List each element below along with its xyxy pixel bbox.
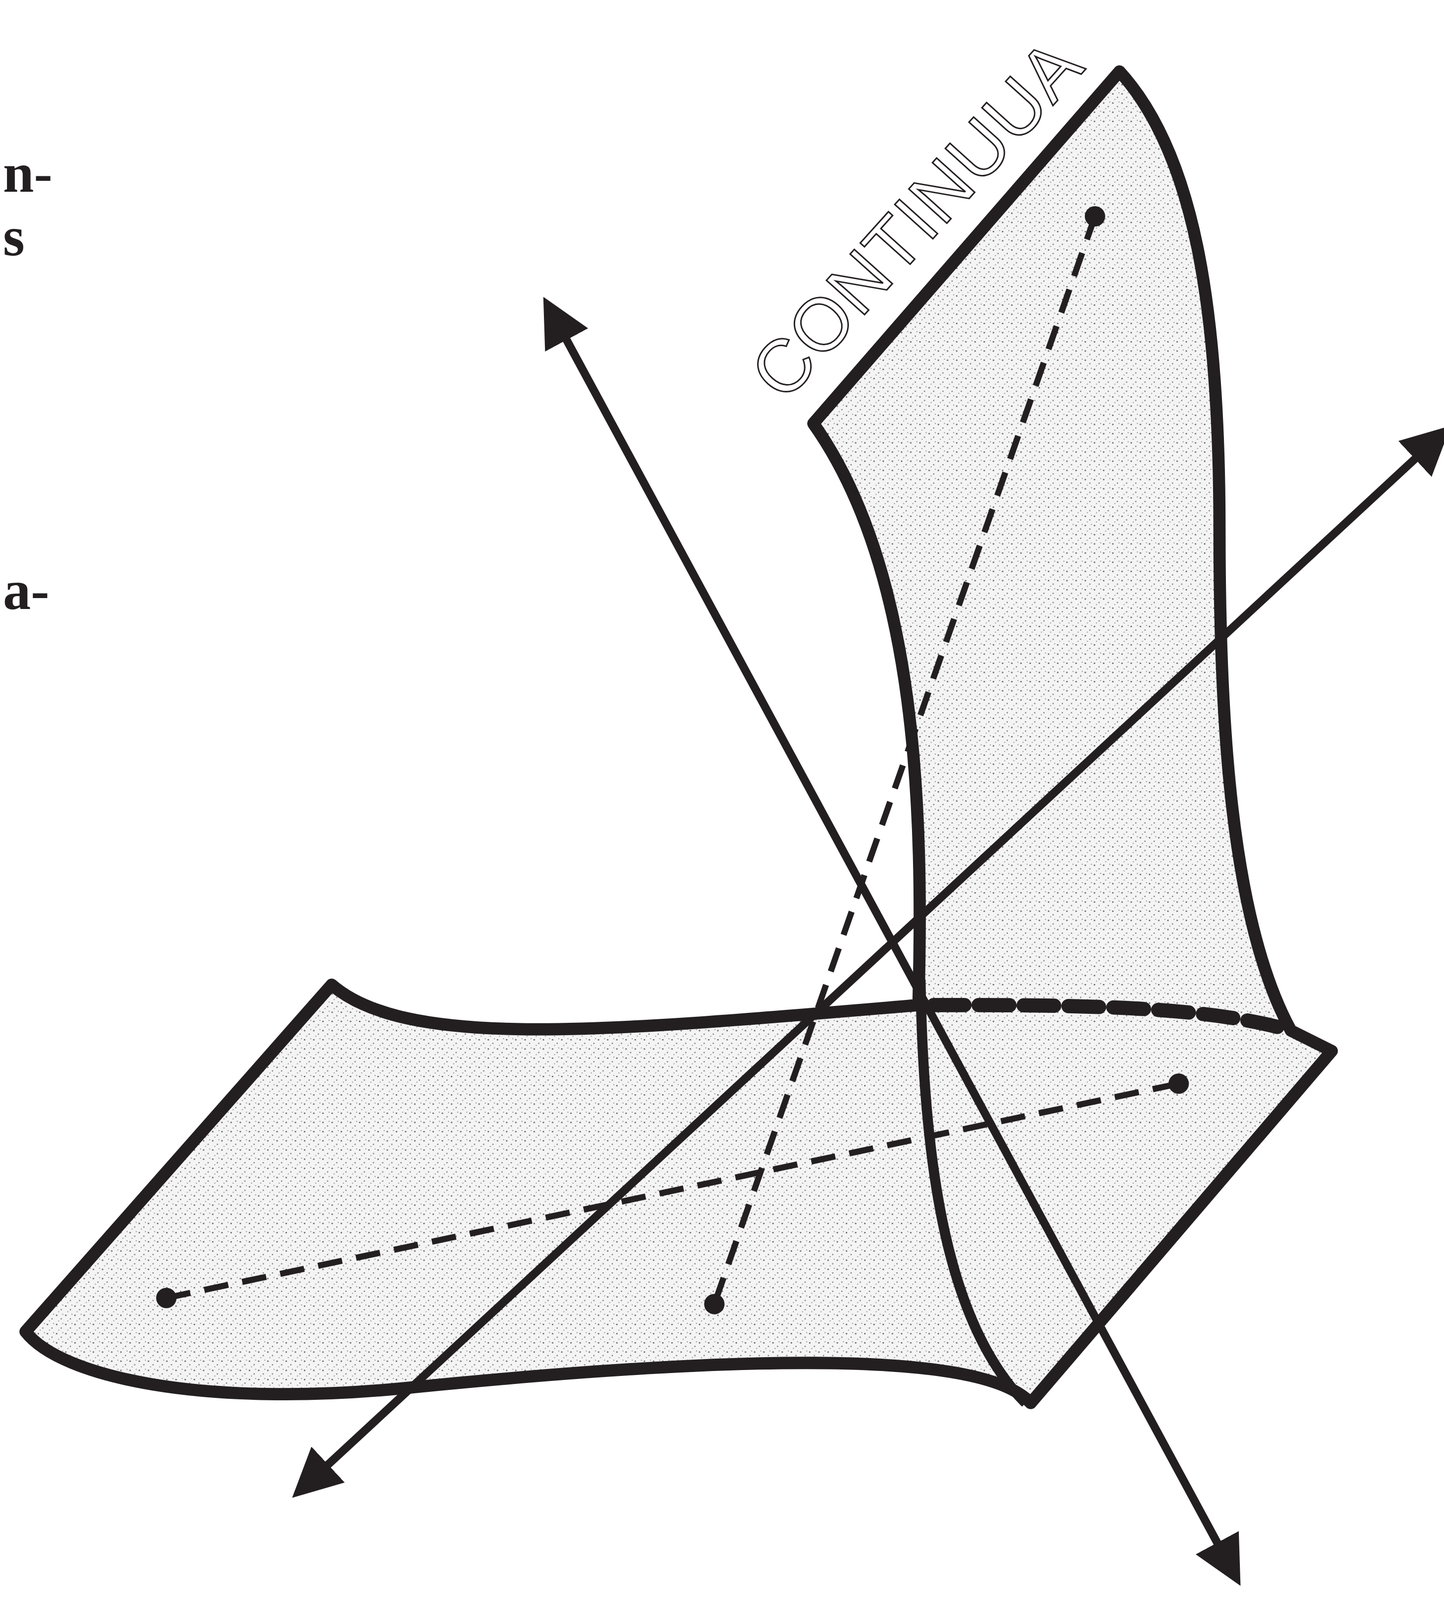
path-point	[155, 1287, 177, 1308]
page-fragment: n-	[2, 142, 53, 204]
label-holder: s	[2, 208, 25, 265]
path-point	[1168, 1073, 1189, 1094]
label-holder: n-	[2, 145, 53, 201]
hidden-edge	[933, 1004, 1292, 1031]
sheet-fold-edge	[920, 979, 1026, 1403]
path-point	[1084, 206, 1106, 227]
curved-sheet	[25, 71, 1332, 1404]
page-fragment: s	[2, 205, 25, 268]
axis-arrow	[304, 436, 1440, 1487]
label-holder: a-	[2, 562, 50, 618]
page-fragment: a-	[2, 559, 50, 621]
path-point	[704, 1293, 725, 1315]
